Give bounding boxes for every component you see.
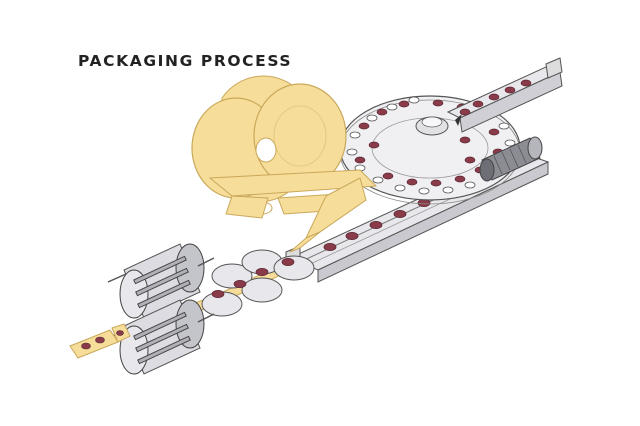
crimp-jaw-roller-lower: [107, 299, 215, 375]
film-roll: [191, 75, 347, 203]
diagram-title: PACKAGING PROCESS: [78, 52, 293, 70]
packaged-output: [69, 323, 131, 359]
crimp-jaw-roller-upper: [107, 243, 215, 319]
input-hopper-chute: [446, 57, 563, 133]
drive-roller: [479, 136, 543, 182]
sealing-discs: [201, 249, 315, 317]
